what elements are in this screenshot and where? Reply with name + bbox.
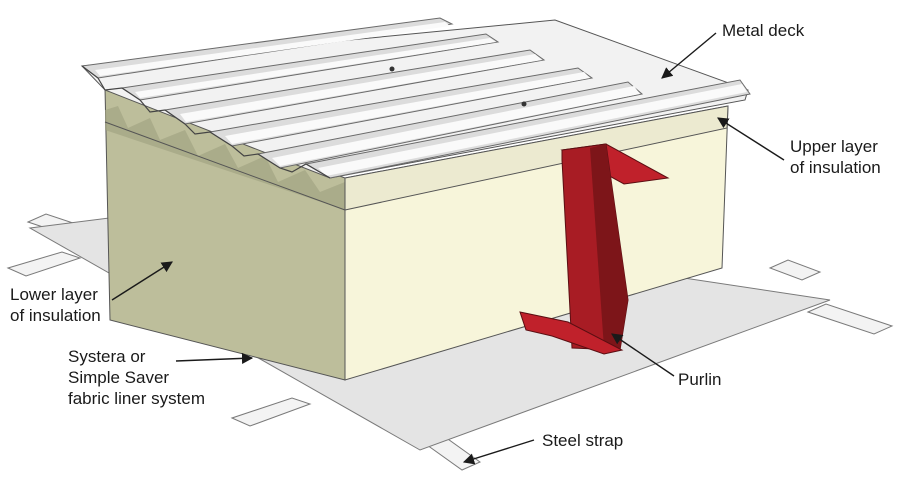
label-fabric-liner-line2: Simple Saver	[68, 368, 170, 387]
label-upper-insulation: Upper layer of insulation	[790, 136, 881, 178]
deck-fastener	[521, 101, 527, 107]
label-purlin-text: Purlin	[678, 370, 722, 389]
deck-front-edge	[81, 65, 331, 179]
label-purlin: Purlin	[678, 369, 721, 390]
arrow-steel-strap	[462, 439, 535, 465]
steel-strap-right-front	[806, 303, 894, 335]
label-steel-strap-text: Steel strap	[542, 431, 624, 450]
label-fabric-liner-line1: Systera or	[68, 347, 146, 366]
arrow-lower-insulation	[111, 261, 173, 301]
label-metal-deck: Metal deck	[722, 20, 804, 41]
label-upper-insulation-line2: of insulation	[790, 158, 881, 177]
metal-deck	[80, 17, 751, 179]
purlin-bottom-flange	[519, 311, 624, 355]
arrow-fabric-liner	[175, 352, 254, 364]
deck-rib-top	[95, 22, 450, 76]
deck-rib-top	[180, 54, 542, 122]
label-lower-insulation-line2: of insulation	[10, 306, 101, 325]
deck-rib-tops	[95, 22, 747, 176]
arrow-metal-deck	[661, 32, 717, 79]
label-upper-insulation-line1: Upper layer	[790, 137, 878, 156]
deck-fastener	[389, 66, 395, 72]
deck-rib-top	[225, 72, 590, 144]
deck-rib-top	[272, 86, 640, 166]
label-fabric-liner: Systera or Simple Saver fabric liner sys…	[68, 346, 205, 409]
purlin-web-shadow	[590, 144, 628, 350]
steel-strap-right-back	[768, 259, 822, 281]
deck-rib-top	[318, 84, 747, 176]
purlin	[519, 143, 670, 355]
label-metal-deck-text: Metal deck	[722, 21, 805, 40]
arrow-upper-insulation	[717, 117, 785, 161]
deck-rib-top	[135, 38, 496, 98]
label-lower-insulation: Lower layer of insulation	[10, 284, 101, 326]
label-fabric-liner-line3: fabric liner system	[68, 389, 205, 408]
label-steel-strap: Steel strap	[542, 430, 623, 451]
label-lower-insulation-line1: Lower layer	[10, 285, 98, 304]
callout-arrows	[111, 32, 785, 465]
steel-strap-bottom-left	[230, 397, 312, 427]
steel-strap-left-front	[6, 251, 82, 277]
arrow-purlin	[611, 333, 675, 377]
lower-insulation-rib-shadow	[105, 106, 345, 210]
